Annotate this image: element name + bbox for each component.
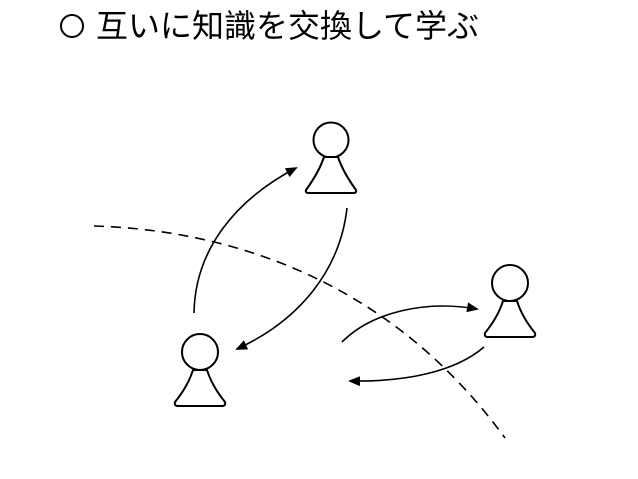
arrow-top-to-bottom-left <box>235 207 348 350</box>
person-body <box>483 300 537 338</box>
slide-title: 互いに知識を交換して学ぶ <box>60 4 479 48</box>
person-body <box>304 156 358 194</box>
person-top <box>304 121 358 194</box>
person-icon <box>312 121 350 159</box>
circle-bullet-icon <box>60 14 84 38</box>
person-icon <box>491 264 529 302</box>
dashed-boundary-line <box>93 225 506 439</box>
person-icon <box>181 333 219 371</box>
person-body <box>173 369 227 407</box>
arrow-from-right-person <box>348 346 485 387</box>
arrow-to-right-person <box>341 302 479 343</box>
arrow-bottom-left-to-top <box>193 167 298 314</box>
person-right <box>483 264 537 338</box>
person-bottom-left <box>173 333 227 407</box>
slide-title-text: 互いに知識を交換して学ぶ <box>96 7 480 45</box>
